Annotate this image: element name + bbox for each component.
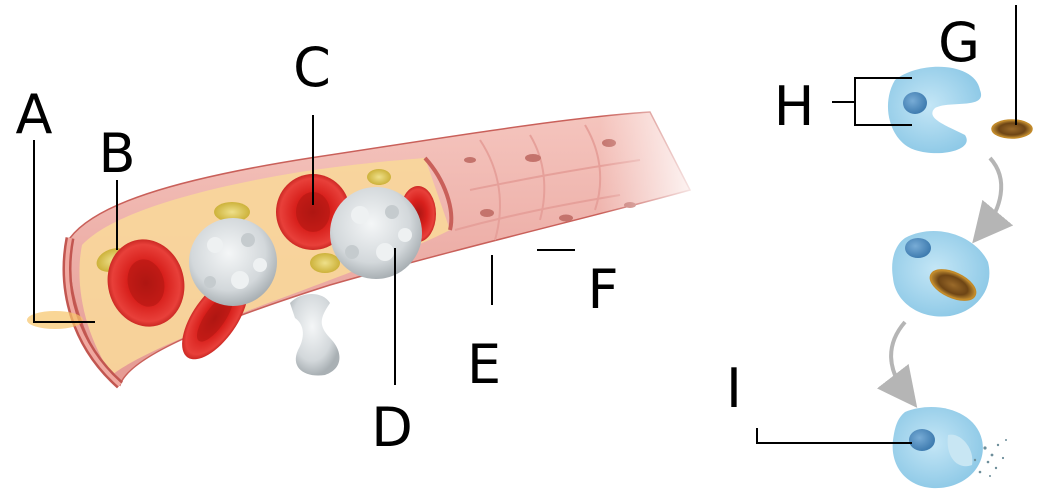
- labels: A B C D E F G H I: [16, 11, 980, 459]
- phagocyte-step-2: [892, 231, 990, 317]
- platelet: [214, 202, 250, 222]
- bacterium: [929, 269, 977, 301]
- label-g: G: [938, 11, 980, 74]
- process-arrow: [876, 320, 918, 408]
- bacterium: [991, 119, 1033, 139]
- red-blood-cells: [107, 174, 436, 360]
- label-f: F: [587, 258, 618, 321]
- label-h: H: [774, 75, 815, 138]
- nucleus: [909, 429, 935, 451]
- nucleus: [905, 238, 931, 258]
- white-blood-cell: [189, 218, 277, 306]
- white-blood-cell-squeezing: [290, 293, 340, 376]
- leader-a: [33, 140, 95, 323]
- leader-lines: [33, 5, 1017, 444]
- platelet: [367, 169, 391, 185]
- label-b: B: [98, 122, 135, 185]
- label-c: C: [293, 36, 331, 99]
- white-blood-cells: [189, 187, 422, 376]
- phagocyte-step-3: [892, 407, 1007, 489]
- red-blood-cell: [107, 239, 185, 327]
- label-a: A: [16, 83, 53, 146]
- platelet: [310, 253, 340, 273]
- white-blood-cell: [330, 187, 422, 279]
- label-e: E: [467, 333, 501, 396]
- phagocyte-step-1: [887, 66, 1033, 154]
- process-arrow: [972, 156, 1014, 244]
- label-i: I: [726, 357, 742, 420]
- debris: [973, 439, 1007, 477]
- leader-i: [756, 428, 912, 444]
- label-d: D: [371, 396, 413, 459]
- nucleus: [903, 92, 927, 114]
